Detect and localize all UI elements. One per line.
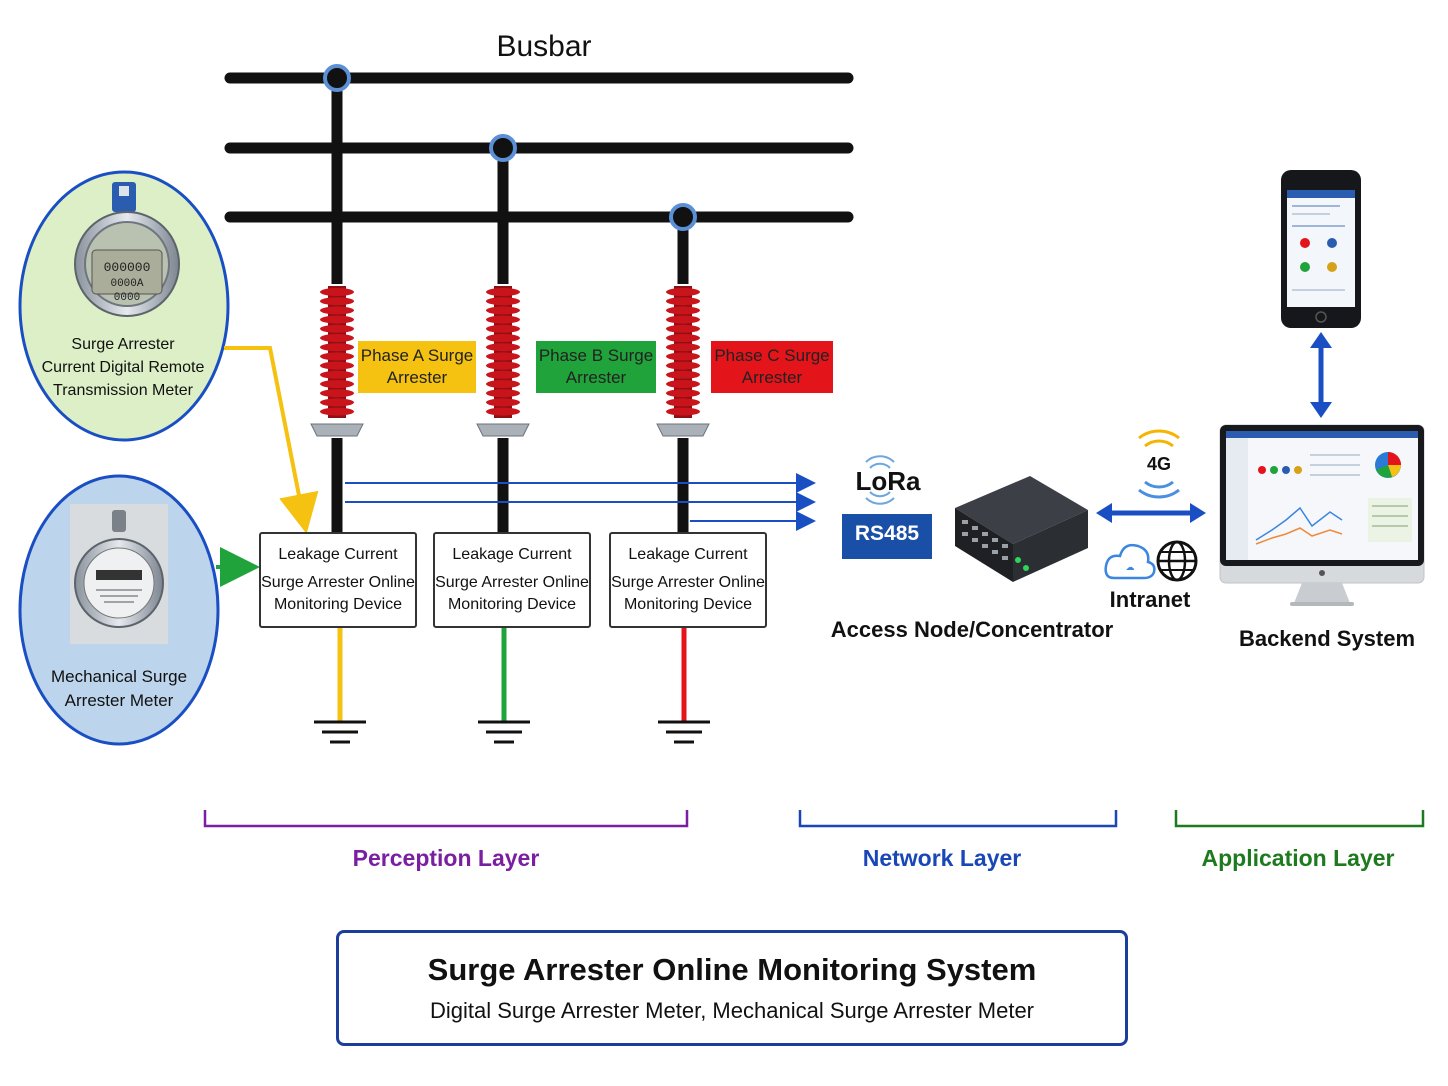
cloud-icon: ☁ — [1104, 543, 1156, 580]
busbar-label: Busbar — [496, 30, 592, 63]
monitoring-device-c: Leakage Current Surge Arrester Online Mo… — [609, 532, 767, 628]
backend-label: Backend System — [1238, 626, 1416, 651]
arrester-b — [476, 286, 530, 437]
title-box: Surge Arrester Online Monitoring System … — [336, 930, 1128, 1046]
smartphone-icon — [1281, 170, 1361, 328]
lora-signal-icon — [865, 455, 895, 505]
phase-a-label: Phase A Surge Arrester — [358, 341, 476, 393]
rs485-box — [842, 514, 932, 559]
phase-a-line2: Arrester — [386, 368, 448, 387]
phase-c-line2: Arrester — [741, 368, 803, 387]
monitoring-device-b: Leakage Current Surge Arrester Online Mo… — [433, 532, 591, 628]
phase-b-line2: Arrester — [565, 368, 627, 387]
device-b-line3: Monitoring Device — [447, 596, 577, 613]
phase-a-line1: Phase A Surge — [360, 346, 474, 365]
device-b-line2: Surge Arrester Online — [435, 574, 589, 591]
perception-layer-label: Perception Layer — [352, 845, 540, 871]
mechanical-meter-caption: Mechanical Surge Arrester Meter — [34, 665, 204, 713]
network-layer-label: Network Layer — [862, 845, 1022, 871]
arrester-c — [656, 286, 710, 437]
svg-text:☁: ☁ — [1126, 562, 1135, 572]
network-link-arrow — [1096, 503, 1206, 523]
monitor-icon — [1219, 424, 1425, 606]
digital-meter-line3: Transmission Meter — [53, 382, 193, 399]
device-c-line2: Surge Arrester Online — [611, 574, 765, 591]
bus-connection-nodes — [323, 64, 697, 231]
device-b-line1: Leakage Current — [452, 546, 572, 563]
arrester-a — [310, 286, 364, 437]
digital-meter-line1: Surge Arrester — [71, 336, 175, 353]
digital-meter-line2: Current Digital Remote — [41, 359, 205, 376]
signal-lines — [345, 473, 816, 531]
device-a-line2: Surge Arrester Online — [261, 574, 415, 591]
phase-b-label: Phase B Surge Arrester — [536, 341, 656, 393]
ground-leads — [337, 628, 687, 722]
device-c-line1: Leakage Current — [628, 546, 748, 563]
mechanical-meter-line2: Arrester Meter — [64, 691, 174, 710]
mechanical-meter-image — [70, 504, 168, 644]
digital-meter-image: 000000 0000A 0000 — [74, 182, 180, 317]
busbars — [224, 72, 854, 223]
ground-icon — [314, 720, 710, 744]
device-a-line3: Monitoring Device — [273, 596, 403, 613]
page-title: Surge Arrester Online Monitoring System — [427, 952, 1037, 987]
digital-meter-caption: Surge Arrester Current Digital Remote Tr… — [30, 333, 216, 402]
concentrator-label: Access Node/Concentrator — [830, 617, 1114, 642]
layer-brackets — [203, 810, 1425, 828]
wifi-signal-icon — [1138, 429, 1180, 499]
meter-display-row1: 000000 — [104, 260, 151, 275]
device-a-line1: Leakage Current — [278, 546, 398, 563]
mechanical-meter-line1: Mechanical Surge — [50, 667, 188, 686]
phase-c-line1: Phase C Surge — [714, 346, 830, 365]
intranet-label: Intranet — [1109, 587, 1191, 612]
device-c-line3: Monitoring Device — [623, 596, 753, 613]
meter-display-row2: 0000A — [110, 278, 143, 290]
lora-label: LoRa — [855, 466, 921, 496]
meter-display-row3: 0000 — [114, 292, 140, 304]
app-link-arrow — [1310, 332, 1332, 418]
rs485-label: RS485 — [854, 522, 920, 545]
phase-c-label: Phase C Surge Arrester — [711, 341, 833, 393]
concentrator-device — [955, 476, 1088, 582]
digital-meter-arrow — [224, 346, 319, 534]
cellular-label: 4G — [1146, 454, 1171, 474]
globe-icon — [1156, 540, 1198, 582]
page-subtitle: Digital Surge Arrester Meter, Mechanical… — [429, 998, 1035, 1023]
surge-arresters — [310, 286, 710, 437]
application-layer-label: Application Layer — [1201, 845, 1395, 871]
phase-b-line1: Phase B Surge — [538, 346, 654, 365]
monitoring-device-a: Leakage Current Surge Arrester Online Mo… — [259, 532, 417, 628]
